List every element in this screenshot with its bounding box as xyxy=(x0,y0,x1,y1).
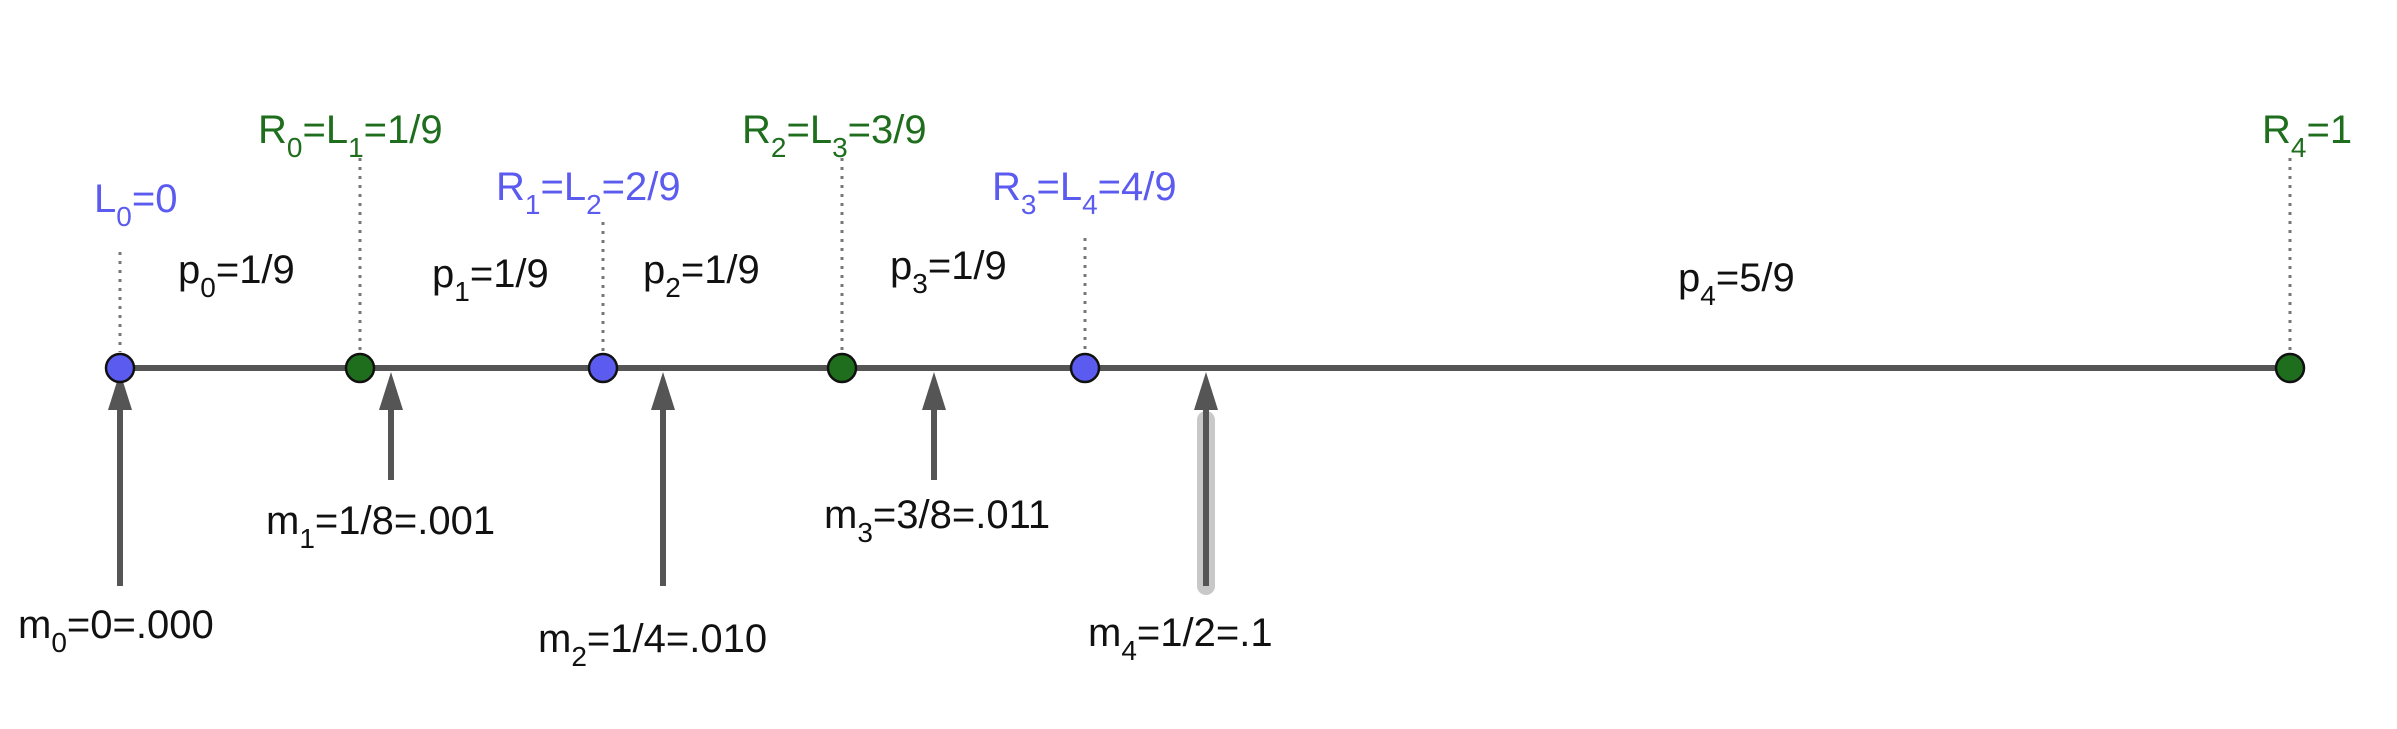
interval-label-p0: p0=1/9 xyxy=(178,248,295,303)
endpoint-dots xyxy=(104,352,2306,384)
endpoint-label-r0l1: R0=L1=1/9 xyxy=(258,108,443,163)
endpoint-r2l3-dot xyxy=(826,352,858,384)
interval-label-p2: p2=1/9 xyxy=(643,248,760,303)
guide-lines xyxy=(118,158,2292,352)
endpoint-label-r3l4: R3=L4=4/9 xyxy=(992,165,1177,220)
interval-label-p3: p3=1/9 xyxy=(890,244,1007,299)
interval-label-p1: p1=1/9 xyxy=(432,252,549,307)
endpoint-r4-dot xyxy=(2274,352,2306,384)
arrow-m0 xyxy=(108,372,132,586)
endpoint-label-l0: L0=0 xyxy=(94,177,177,232)
midpoint-label-m0: m0=0=.000 xyxy=(18,603,214,658)
endpoint-r1l2-dot xyxy=(587,352,619,384)
midpoint-label-m3: m3=3/8=.011 xyxy=(824,493,1050,548)
midpoint-label-m2: m2=1/4=.010 xyxy=(538,617,767,672)
interval-label-p4: p4=5/9 xyxy=(1678,256,1795,311)
endpoint-label-r2l3: R2=L3=3/9 xyxy=(742,108,927,163)
endpoint-label-r4: R4=1 xyxy=(2262,108,2352,163)
midpoint-label-m1: m1=1/8=.001 xyxy=(266,499,495,554)
arrow-m1 xyxy=(379,372,403,480)
endpoint-label-r1l2: R1=L2=2/9 xyxy=(496,165,681,220)
endpoint-r3l4-dot xyxy=(1069,352,1101,384)
arrow-m3 xyxy=(922,372,946,480)
endpoint-l0-dot xyxy=(104,352,136,384)
midpoint-label-m4: m4=1/2=.1 xyxy=(1088,611,1273,666)
midpoint-arrows xyxy=(108,372,1218,595)
endpoint-r0l1-dot xyxy=(344,352,376,384)
arrow-m4 xyxy=(1194,372,1218,586)
arrow-m2 xyxy=(651,372,675,586)
